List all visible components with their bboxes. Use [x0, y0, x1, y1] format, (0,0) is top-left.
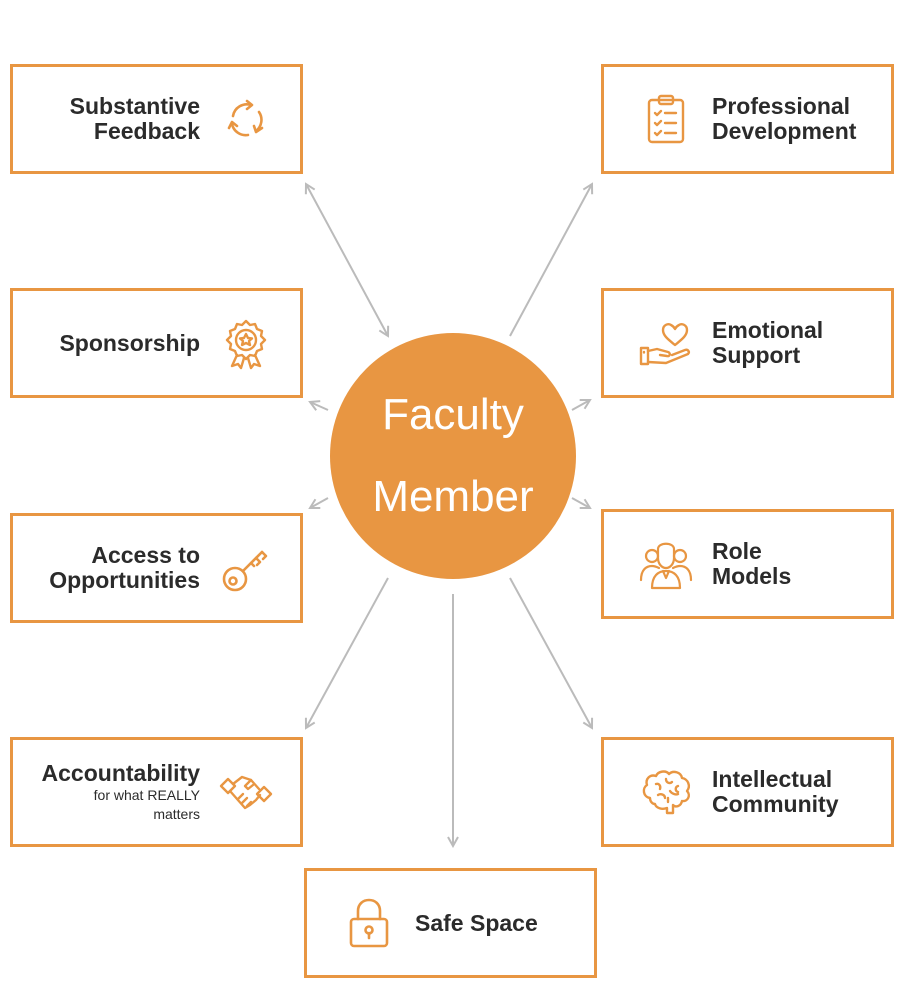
arrow-emotional-support: [571, 400, 590, 411]
padlock-icon: [349, 898, 389, 948]
node-label-line: Sponsorship: [59, 329, 200, 356]
node-label-line: Accountability: [41, 759, 200, 786]
node-label-line: Opportunities: [49, 567, 200, 593]
node-safe-space: Safe Space: [304, 868, 597, 978]
node-emotional-support: Emotional Support: [601, 288, 894, 398]
arrow-accountability: [306, 577, 389, 728]
arrow-role-models: [571, 497, 590, 508]
clipboard-checklist-icon: [647, 94, 685, 144]
faculty-member-circle: Faculty Member: [330, 333, 576, 579]
handshake-icon: [219, 775, 273, 810]
node-label-line: Models: [712, 563, 792, 589]
arrow-sponsorship: [310, 402, 329, 411]
center-line-2: Member: [372, 472, 534, 521]
node-label-line: Safe Space: [415, 909, 538, 936]
node-label-line: Access to: [91, 542, 200, 568]
node-accountability: Accountability for what REALLY matters: [10, 737, 303, 847]
node-access-to-opportunities: Access to Opportunities: [10, 513, 303, 623]
node-label-line: Role: [712, 538, 762, 564]
node-label-line: Community: [712, 791, 839, 817]
brain-icon: [642, 770, 690, 815]
center-line-1: Faculty: [382, 390, 524, 439]
node-sublabel-line: for what REALLY: [93, 786, 200, 803]
node-role-models: Role Models: [601, 509, 894, 619]
node-professional-development: Professional Development: [601, 64, 894, 174]
key-icon: [222, 550, 268, 592]
arrow-substantive-feedback: [306, 184, 388, 336]
hand-heart-icon: [639, 323, 690, 366]
arrow-professional-development: [509, 184, 592, 337]
arrow-access-opportunities: [310, 497, 329, 508]
node-label-line: Development: [712, 118, 857, 144]
node-sublabel-line: matters: [153, 805, 200, 822]
award-badge-icon: [225, 319, 267, 370]
arrow-intellectual-community: [509, 577, 592, 728]
node-label-line: Intellectual: [712, 766, 833, 792]
node-label-line: Substantive: [69, 93, 200, 119]
node-label-line: Feedback: [93, 118, 200, 144]
people-group-icon: [639, 542, 693, 590]
node-intellectual-community: Intellectual Community: [601, 737, 894, 847]
node-label-line: Support: [712, 342, 801, 368]
node-label-line: Emotional: [712, 317, 824, 343]
node-label-line: Professional: [712, 93, 851, 119]
refresh-cycle-icon: [227, 99, 264, 137]
node-sponsorship: Sponsorship: [10, 288, 303, 398]
node-substantive-feedback: Substantive Feedback: [10, 64, 303, 174]
